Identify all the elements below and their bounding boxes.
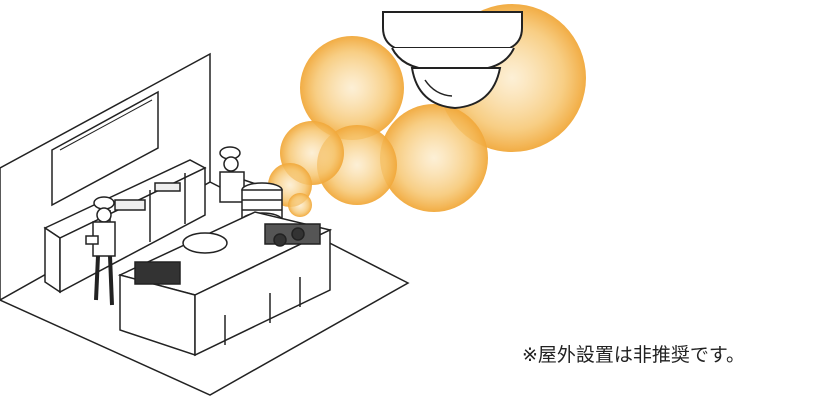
- outdoor-installation-note: ※屋外設置は非推奨です。: [522, 340, 828, 370]
